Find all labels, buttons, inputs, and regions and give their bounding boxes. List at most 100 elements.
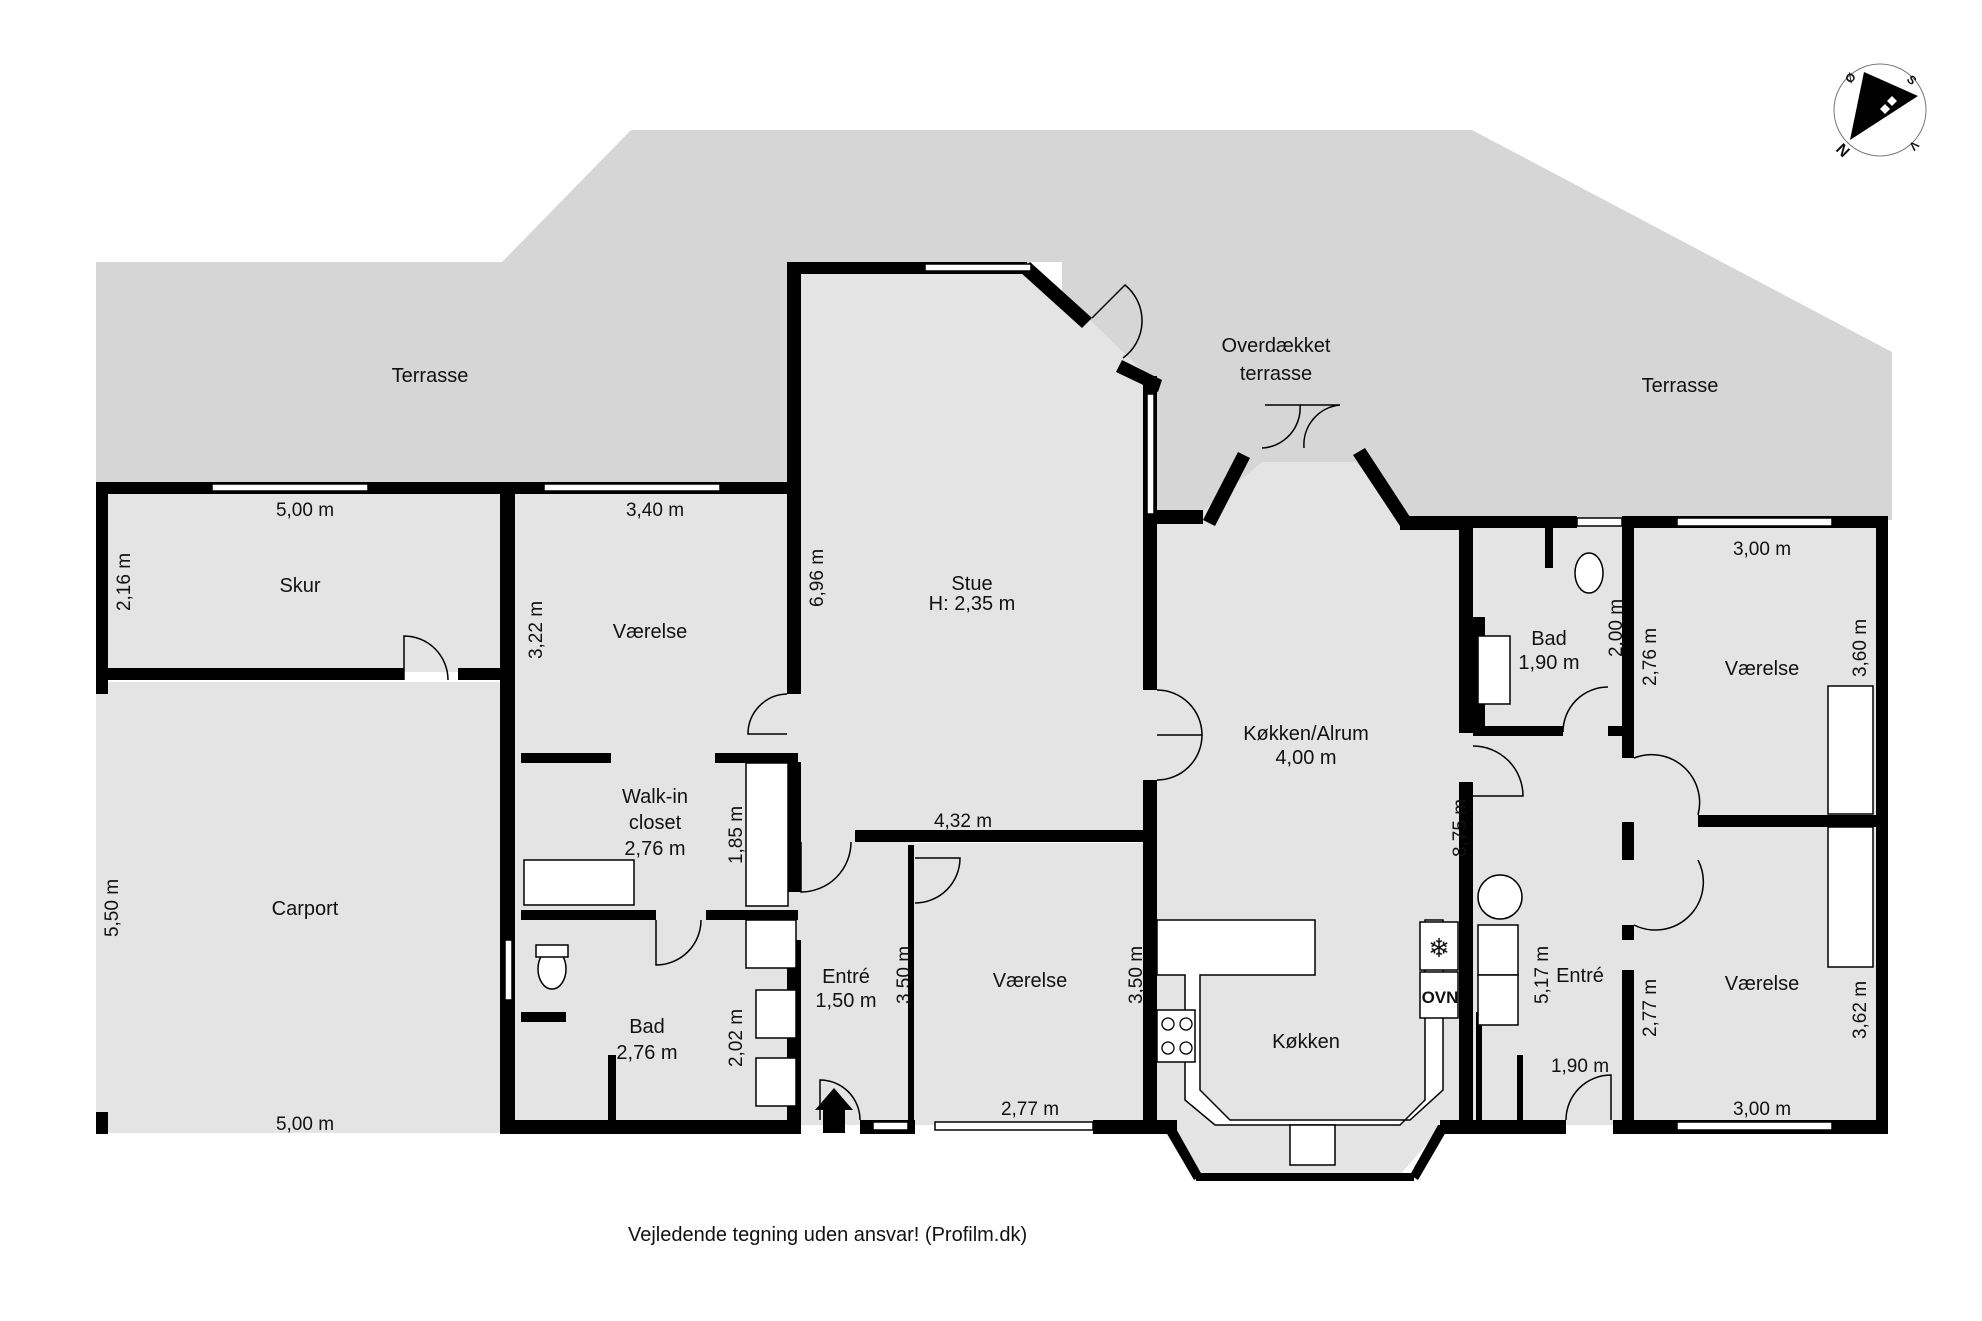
dim-vaerelse-rt-left: 2,76 m (1640, 628, 1661, 686)
toilet-icon (1574, 552, 1604, 594)
sink-icon (755, 989, 797, 1039)
windows (211, 263, 1833, 1131)
dim-vaerelse-mid-width: 2,77 m (1001, 1099, 1059, 1120)
wall (1353, 448, 1412, 526)
toilet-tank-icon (535, 944, 569, 958)
label-entre-left: Entré (822, 966, 870, 988)
door-swing (819, 1079, 861, 1121)
dim-bad-right-height: 2,00 m (1606, 599, 1627, 657)
label-vaerelse-rt: Værelse (1725, 658, 1799, 680)
wall (1622, 822, 1634, 860)
counter (745, 919, 797, 969)
label-bad-right-size: 1,90 m (1518, 652, 1579, 674)
window (543, 483, 721, 492)
dim-carport-width: 5,00 m (276, 1114, 334, 1135)
dim-vaerelse-rt-right: 3,60 m (1850, 619, 1871, 677)
sink-icon (755, 1057, 797, 1107)
wall (96, 1112, 108, 1134)
disclaimer-note: Vejledende tegning uden ansvar! (Profilm… (628, 1224, 1028, 1246)
wall (1203, 452, 1250, 526)
label-koekken-alrum: Køkken/Alrum (1243, 723, 1369, 745)
label-bad-left: Bad (629, 1016, 665, 1038)
dim-koekken-height: 8,75 m (1450, 799, 1471, 857)
wardrobe (1827, 826, 1874, 968)
cooktop-burners (1161, 1017, 1193, 1055)
label-stue-height: H: 2,35 m (929, 593, 1016, 615)
dim-walkin-height: 1,85 m (726, 806, 747, 864)
label-walkin-2: closet (629, 812, 682, 834)
door-swing (1565, 1074, 1612, 1121)
door-swing (403, 635, 449, 681)
label-carport: Carport (272, 898, 339, 920)
door-swing (1091, 283, 1143, 359)
dim-stue-height: 6,96 m (807, 549, 828, 607)
wall (1143, 780, 1157, 1134)
door-swing (747, 693, 788, 735)
entre-left-floor (797, 835, 915, 1125)
wall (715, 753, 798, 763)
label-vaerelse-tl: Værelse (613, 621, 687, 643)
wall (1545, 528, 1553, 568)
dryer-icon (1477, 974, 1519, 1026)
wall (706, 910, 798, 920)
wall (908, 845, 914, 1125)
door-swing (914, 857, 961, 904)
label-bad-right: Bad (1531, 628, 1567, 650)
door-swing (1156, 689, 1203, 736)
wall (1143, 520, 1157, 690)
door-swing (1633, 859, 1705, 931)
wall (106, 668, 404, 680)
label-terrasse-left: Terrasse (392, 365, 469, 387)
wall (1162, 1125, 1202, 1180)
door-swing (1633, 753, 1701, 816)
window (872, 1121, 909, 1131)
dim-entre-right-width: 1,90 m (1551, 1056, 1609, 1077)
washer-icon (1477, 874, 1523, 920)
wall (1459, 516, 1473, 733)
wall (855, 830, 1155, 842)
fridge-icon (1419, 921, 1459, 971)
label-overdaekket-1: Overdækket (1222, 335, 1331, 357)
label-walkin-1: Walk-in (622, 786, 688, 808)
wall (608, 1055, 616, 1125)
terrace-band (96, 262, 797, 483)
window (504, 939, 513, 1001)
vaerelse-mid-floor (915, 843, 1147, 1125)
dim-vaerelse-tl-height: 3,22 m (526, 601, 547, 659)
terrace-right-area (1465, 262, 1892, 520)
wall (96, 482, 108, 694)
entrance-arrow-icon (815, 1088, 853, 1133)
wall (1622, 970, 1634, 1134)
wall (1143, 510, 1203, 524)
door-swing (1156, 734, 1203, 781)
dim-vaerelse-mid-height: 3,50 m (1126, 946, 1147, 1004)
wall (1459, 782, 1473, 1134)
label-vaerelse-rb: Værelse (1725, 973, 1799, 995)
koekken-floor (1152, 462, 1465, 1175)
cooktop-icon (1156, 1009, 1196, 1063)
dim-vaerelse-tl-width: 3,40 m (626, 500, 684, 521)
wall (1622, 925, 1634, 940)
wall (1020, 262, 1092, 328)
wall (521, 1012, 566, 1022)
dim-vaerelse-rb-right: 3,62 m (1850, 981, 1871, 1039)
window (934, 1121, 1094, 1131)
wall (1476, 1012, 1482, 1120)
label-skur: Skur (279, 575, 320, 597)
oven-icon (1419, 971, 1459, 1019)
label-ovn: OVN (1422, 988, 1459, 1007)
window (1576, 517, 1623, 527)
label-walkin-size: 2,76 m (624, 838, 685, 860)
wall (1517, 1055, 1523, 1125)
fixtures (523, 552, 1874, 1166)
snowflake-icon: ❄ (1428, 933, 1450, 963)
closet-shelf (523, 859, 635, 906)
dim-carport-height: 5,50 m (102, 879, 123, 937)
dim-entre-left-height: 3,50 m (894, 946, 915, 1004)
wall (1093, 1120, 1153, 1134)
wall (521, 753, 611, 763)
dim-vaerelse-rt-width: 3,00 m (1733, 539, 1791, 560)
carport-floor (96, 682, 505, 1133)
compass-rose-icon: N Ø S V (1832, 63, 1927, 161)
